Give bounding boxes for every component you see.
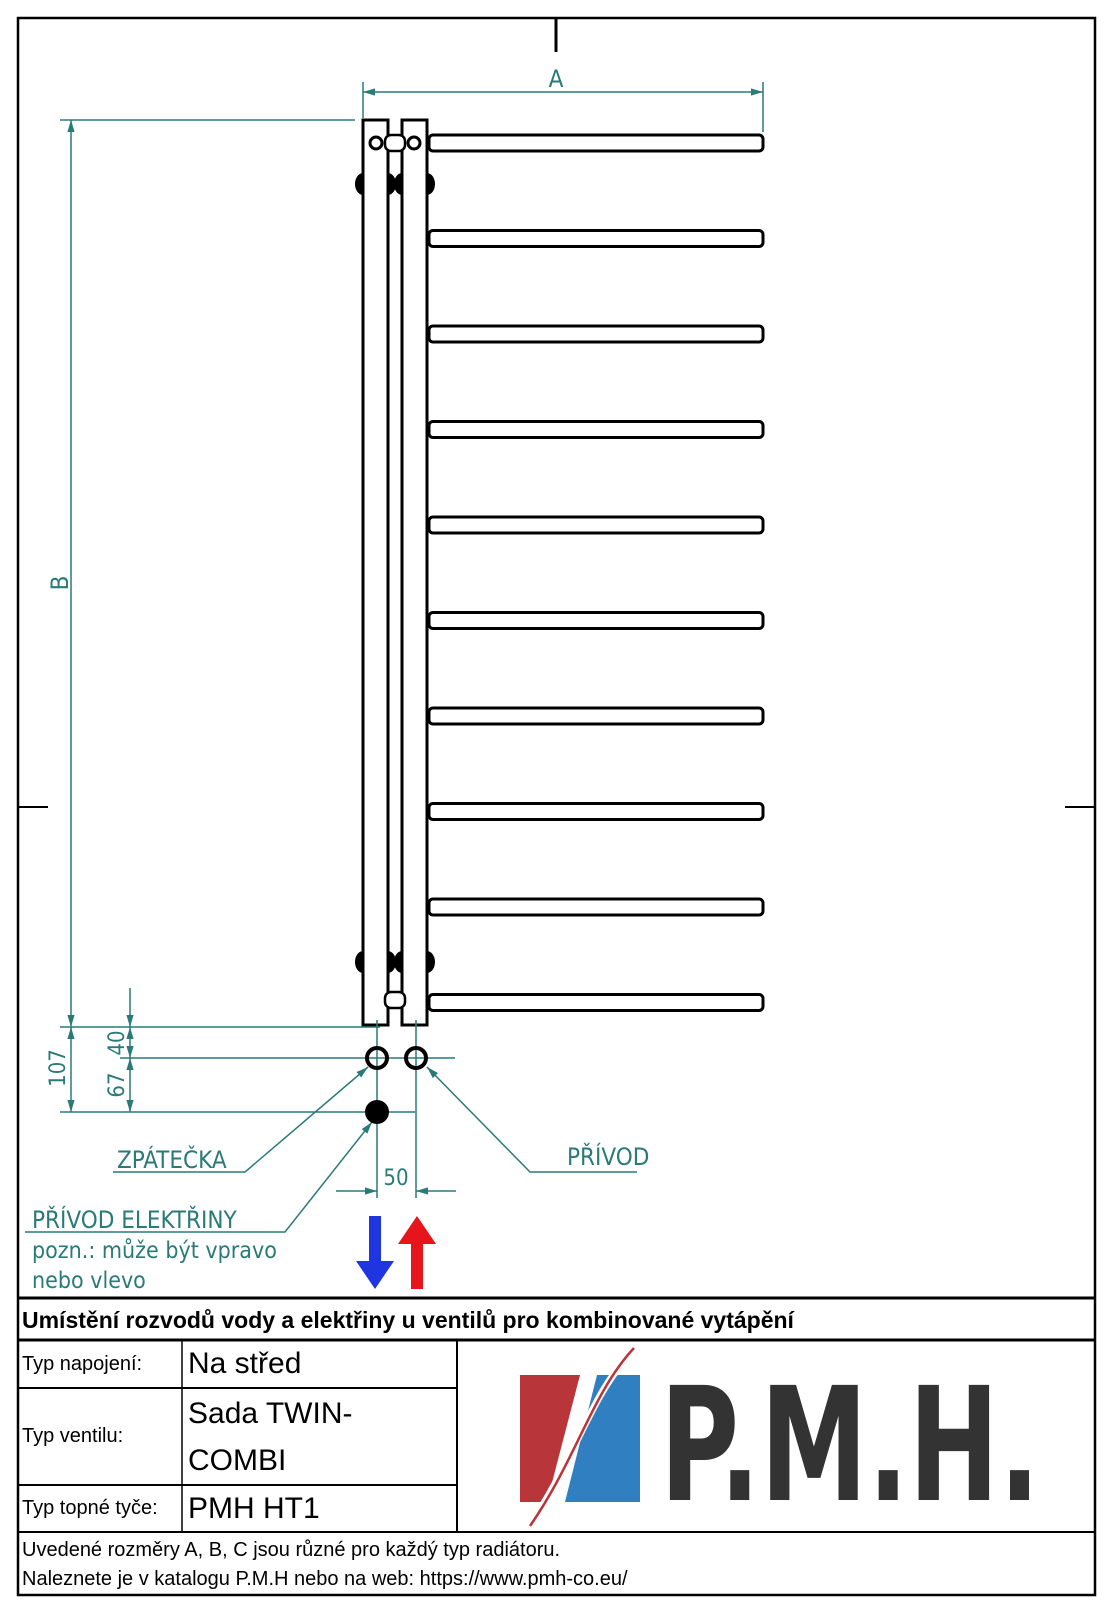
logo-red-stripe [520,1375,580,1502]
rod-type-label: Typ topné tyče: [22,1497,158,1519]
title-heading: Umístění rozvodů vody a elektřiny u vent… [22,1307,794,1333]
heating-bar [427,229,765,248]
heating-bar [427,611,765,630]
top-right-hole [406,135,422,151]
logo-swoosh [528,1347,635,1527]
valve-type-value-line1: Sada TWIN- [188,1397,353,1430]
dimension-lines [25,82,764,1233]
note-line-1: pozn.: může být vpravo [32,1237,277,1264]
wall-brackets [355,173,435,973]
heating-bars [427,133,765,1012]
valve-type-label: Typ ventilu: [22,1425,124,1447]
right-column [400,118,429,1027]
heating-bar [427,515,765,535]
connection-type-label: Typ napojení: [22,1353,143,1375]
pmh-logo: P.M.H. [520,1347,1040,1538]
logo-text: P.M.H. [660,1354,1040,1538]
note-line-2: nebo vlevo [32,1268,146,1294]
power-label: PŘÍVOD ELEKTŘINY [32,1205,237,1234]
heating-bar [427,420,765,439]
return-label: ZPÁTEČKA [117,1144,227,1174]
heating-bar [427,706,765,726]
power-port [365,1100,389,1124]
dim-b-label: B [46,576,74,591]
footer-note-2: Naleznete je v katalogu P.M.H nebo na we… [22,1568,628,1590]
bottom-connector [383,990,407,1010]
dim-50-label: 50 [383,1166,408,1191]
supply-label: PŘÍVOD [567,1142,649,1171]
heating-bar [427,993,765,1012]
top-connector [383,133,407,153]
hot-flow-arrow [398,1216,436,1289]
leader-power [25,1121,373,1233]
leader-supply [426,1066,637,1173]
dim-67-label: 67 [105,1072,130,1097]
top-left-hole [368,135,384,151]
dim-40-label: 40 [105,1030,130,1055]
cold-flow-arrow [356,1216,394,1289]
logo-blue-stripe [565,1375,640,1502]
dim-107-label: 107 [46,1049,71,1087]
heating-bar [427,324,765,344]
dim-a-label: A [549,65,564,93]
rod-type-value: PMH HT1 [188,1492,320,1525]
valve-type-value-line2: COMBI [188,1444,287,1477]
heating-bar [427,133,765,153]
footer-note-1: Uvedené rozměry A, B, C jsou různé pro k… [22,1539,561,1561]
title-block-grid [18,1296,1095,1533]
heating-bar [427,897,765,917]
heating-bar [427,802,765,821]
leader-return [113,1066,369,1173]
left-column [361,118,390,1027]
connection-type-value: Na střed [188,1347,302,1380]
